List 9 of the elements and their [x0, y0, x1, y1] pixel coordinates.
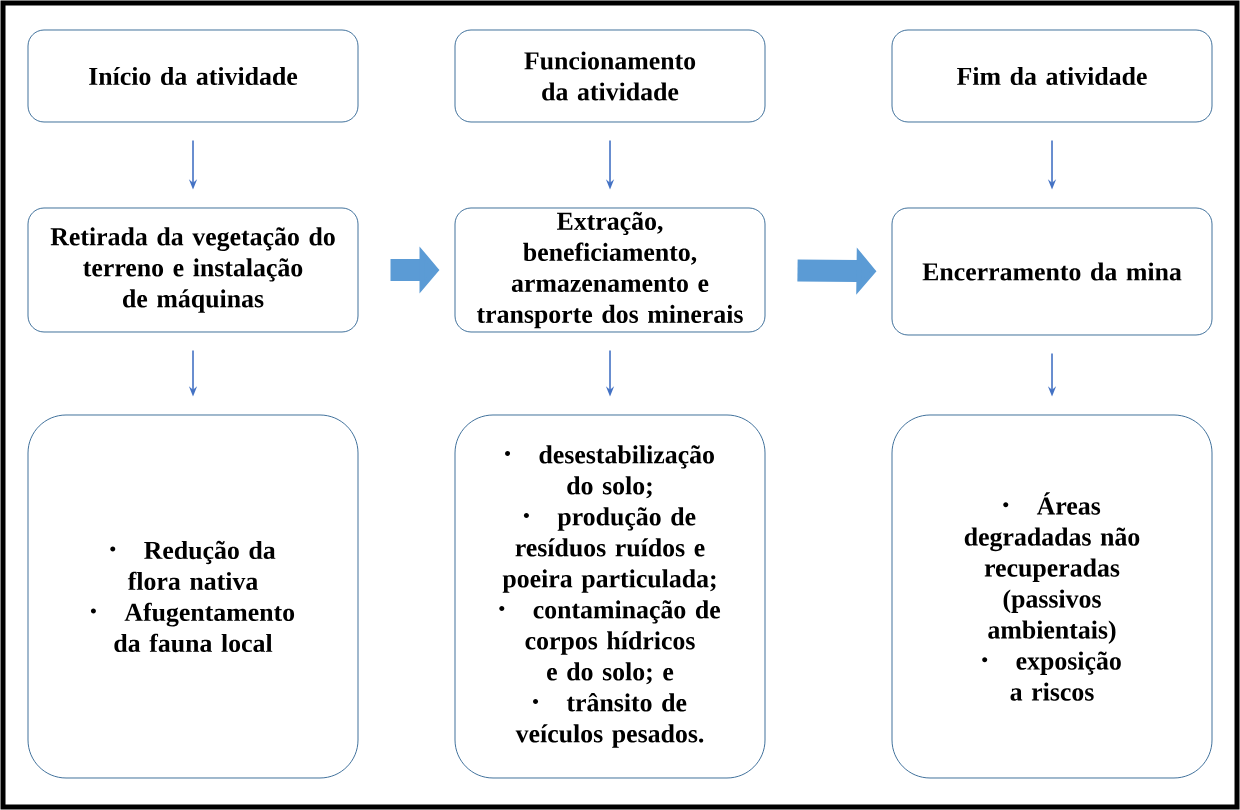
process-box: Extração, beneficiamento, armazenamento e transporte dos minerais [454, 207, 766, 333]
process-box: Início da atividade [27, 29, 359, 123]
impact-box: Áreas degradadas não recuperadas (passivos ambientais) exposição a riscos [891, 414, 1213, 779]
process-box: Encerramento da mina [891, 207, 1213, 336]
process-box: Fim da atividade [891, 29, 1213, 123]
process-box: Funcionamento da atividade [454, 29, 766, 123]
process-box: Retirada da vegetação do terreno e instalação de máquinas [27, 207, 359, 333]
impact-box: desestabilização do solo; produção de resíduos ruídos e poeira particulada; contaminação de corpos hídricos e do solo; e trânsito de veículos pesados. [454, 414, 766, 779]
impact-box: Redução da flora nativa Afugentamento da fauna local [27, 414, 359, 779]
